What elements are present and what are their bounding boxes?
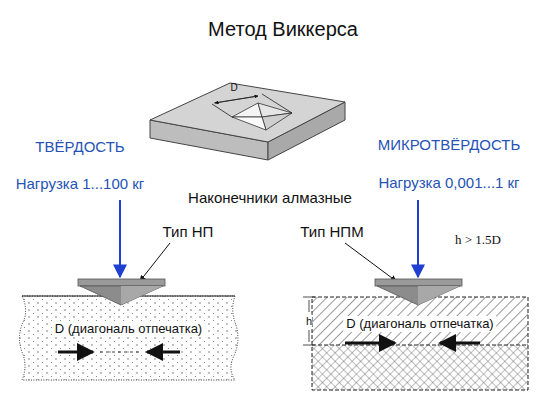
diagonal-arrow: [58, 351, 93, 354]
dimension-label: D: [230, 82, 237, 94]
leader-arrow: [140, 243, 170, 281]
node-text: D (диагональ отпечатка): [52, 321, 205, 337]
dimension-label: h: [306, 315, 312, 328]
specimen-region: D (диагональ отпечатка): [22, 296, 235, 380]
dimension-tick: [303, 297, 315, 298]
diagonal-line: [100, 352, 140, 353]
leader-arrow: [345, 243, 396, 281]
load-arrow: [417, 200, 419, 277]
indenter-label: Наконечники алмазные: [188, 189, 352, 206]
specimen: [19, 296, 237, 380]
dimension-line: [309, 330, 310, 342]
heading: ТВЁРДОСТЬ: [35, 138, 124, 155]
specimen-block: [150, 83, 345, 160]
type-label: Тип НП: [163, 223, 214, 240]
node-text: D (диагональ отпечатка): [343, 316, 496, 332]
layer-boundary: [312, 345, 528, 346]
specimen-region: D (диагональ отпечатка): [312, 297, 528, 390]
dimension-line: [309, 300, 310, 312]
load-label: Нагрузка 1...100 кг: [16, 175, 145, 192]
condition-note: h > 1.5D: [455, 233, 501, 248]
diagonal-arrow: [147, 351, 180, 354]
title: Метод Виккерса: [208, 18, 358, 41]
load-arrow: [119, 200, 121, 277]
diagonal-arrow: [440, 342, 480, 345]
type-label: Тип НПМ: [300, 223, 363, 240]
base-layer: [312, 345, 528, 390]
indenter-np: [78, 279, 165, 305]
specimen-texture: [19, 296, 237, 380]
indenter-npm: [375, 279, 462, 305]
dimension-tick: [303, 345, 315, 346]
specimen-outline: [312, 297, 528, 390]
heading: МИКРОТВЁРДОСТЬ: [378, 136, 521, 153]
load-label: Нагрузка 0,001...1 кг: [378, 174, 519, 191]
diagonal-arrow: [345, 342, 395, 345]
